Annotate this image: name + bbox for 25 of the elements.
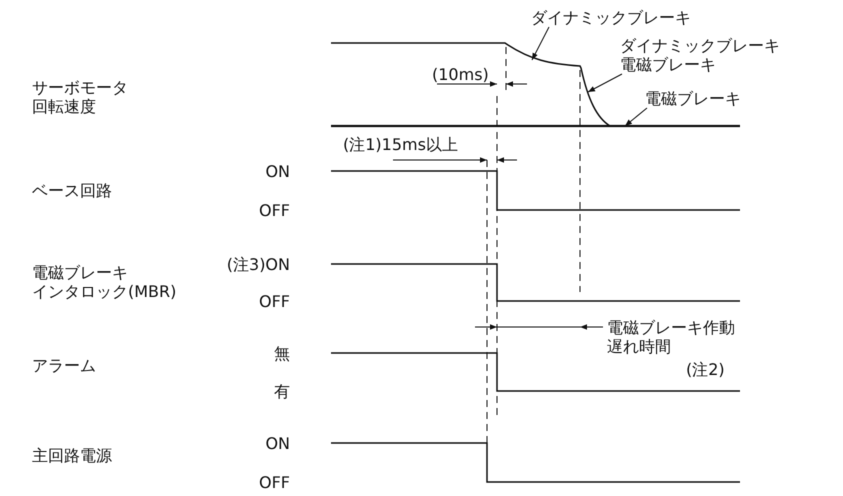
- leader-line: [624, 108, 648, 126]
- chart-label: ON: [264, 434, 290, 453]
- callout-text: ダイナミックブレーキ: [531, 8, 691, 27]
- chart-label: OFF: [258, 473, 290, 492]
- leader-line: [588, 74, 622, 92]
- chart-label: ON: [264, 162, 290, 181]
- chart-label: 電磁ブレーキインタロック(MBR): [32, 263, 176, 301]
- chart-label: ベース回路: [32, 181, 112, 200]
- chart-label: 主回路電源: [32, 446, 112, 465]
- chart-label: 有: [273, 382, 290, 401]
- chart-label: (注1)15ms以上: [343, 135, 458, 154]
- speed-waveform: [331, 42, 610, 127]
- chart-label: 電磁ブレーキ作動遅れ時間: [607, 318, 735, 356]
- chart-label: サーボモータ回転速度: [32, 78, 128, 116]
- chart-label: (10ms): [432, 65, 489, 84]
- chart-label: OFF: [258, 201, 290, 220]
- callout-text: ダイナミックブレーキ電磁ブレーキ: [620, 36, 780, 74]
- chart-label: (注2): [686, 360, 725, 379]
- chart-label: OFF: [258, 292, 290, 311]
- chart-label: アラーム: [32, 356, 96, 375]
- speed-baseline: [331, 124, 740, 128]
- leader-line: [532, 26, 550, 60]
- chart-label: 無: [273, 344, 290, 363]
- callout-text: 電磁ブレーキ: [645, 89, 741, 108]
- chart-label: (注3)ON: [226, 255, 290, 274]
